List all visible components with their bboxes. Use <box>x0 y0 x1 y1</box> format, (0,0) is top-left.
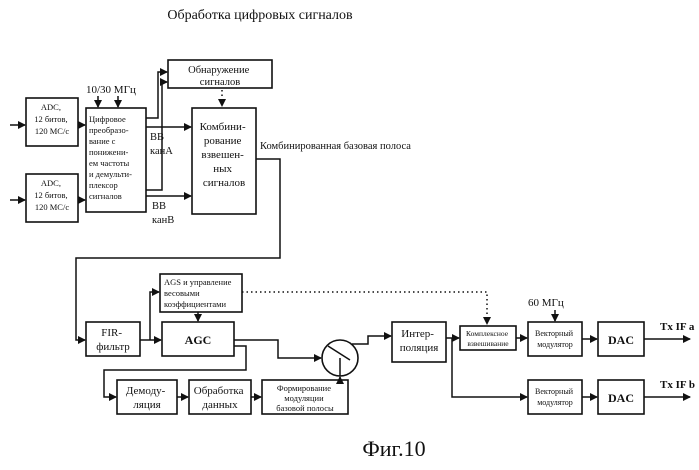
agc-control-to-weighting-dotted <box>242 292 487 324</box>
combined-baseband-label: Комбинированная базовая полоса <box>260 141 411 152</box>
dac-a-label: DAC <box>608 333 634 347</box>
tx-if-b-label: Tx IF b <box>660 379 695 391</box>
tx-if-a-label: Tx IF a <box>660 321 695 333</box>
vector-modulator-a-box <box>528 322 582 356</box>
fir-to-agc-control-arrow <box>150 292 159 340</box>
ddc-to-detection-arrow <box>146 72 167 118</box>
complex-weighting-label: Комплексное взвешивание <box>466 329 510 348</box>
vector-modulator-b-box <box>528 380 582 414</box>
weighted-combiner-label: Комбини- рование взвешен- ных сигналов <box>200 121 249 189</box>
bb-channel-b-label: BB канВ <box>152 201 174 226</box>
diagram-title: Обработка цифровых сигналов <box>167 8 353 23</box>
lo-frequency-label: 60 МГц <box>528 297 564 309</box>
agc-to-switch-arrow <box>234 340 321 358</box>
agc-label: AGC <box>185 333 212 347</box>
figure-caption: Фиг.10 <box>362 436 425 461</box>
clock-label: 10/30 МГц <box>86 84 136 96</box>
baseband-modulation-label: Формирование модуляции базовой полосы <box>276 383 334 413</box>
dac-b-label: DAC <box>608 391 634 405</box>
switch-to-interp-arrow <box>352 336 391 344</box>
